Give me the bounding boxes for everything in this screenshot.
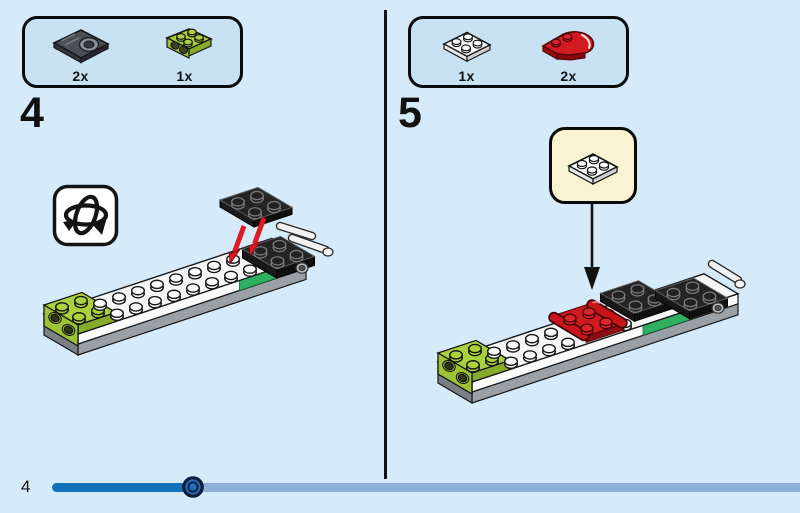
red-curved-slope-icon [540,30,594,61]
progress-bar[interactable] [52,483,800,492]
progress-fill [52,483,193,492]
part-lime-bracket: 1x [151,21,219,84]
step-number: 5 [398,89,422,137]
part-count: 2x [560,67,577,84]
progress-knob[interactable] [180,474,206,500]
rotate-model-icon [52,184,119,247]
red-mudguard-piece [548,299,628,344]
step4-assembly-illustration [42,186,334,357]
red-placement-arrows-icon [228,217,267,266]
black-pin-plate-back [599,280,674,323]
black-pin-plate-front [654,277,729,320]
part-callout-bubble [549,127,637,204]
part-dark-plate-with-hole: 2x [47,21,115,84]
part-white-plate: 1x [435,21,499,84]
gray-bar-handles [275,221,334,257]
part-count: 1x [176,67,193,84]
step4-parts-box: 2x 1x [22,16,243,88]
white-plate-icon [567,152,619,185]
part-count: 1x [458,67,475,84]
black-placement-arrow-icon [584,203,600,290]
step5-assembly-illustration [436,259,746,405]
white-plate-icon [441,31,492,62]
floating-black-plate [218,186,294,228]
gray-bar-handles [707,259,746,289]
lime-bracket-piece [436,339,512,396]
lime-bracket-icon [164,27,213,59]
step-number: 4 [20,89,44,137]
dark-plate-with-hole-icon [51,28,110,64]
step5-parts-box: 1x 2x [408,16,629,88]
black-pin-plate [241,235,316,279]
part-count: 2x [72,67,89,84]
panel-divider [384,10,387,479]
page-number: 4 [21,477,31,496]
part-red-curved-slope: 2x [535,21,603,84]
